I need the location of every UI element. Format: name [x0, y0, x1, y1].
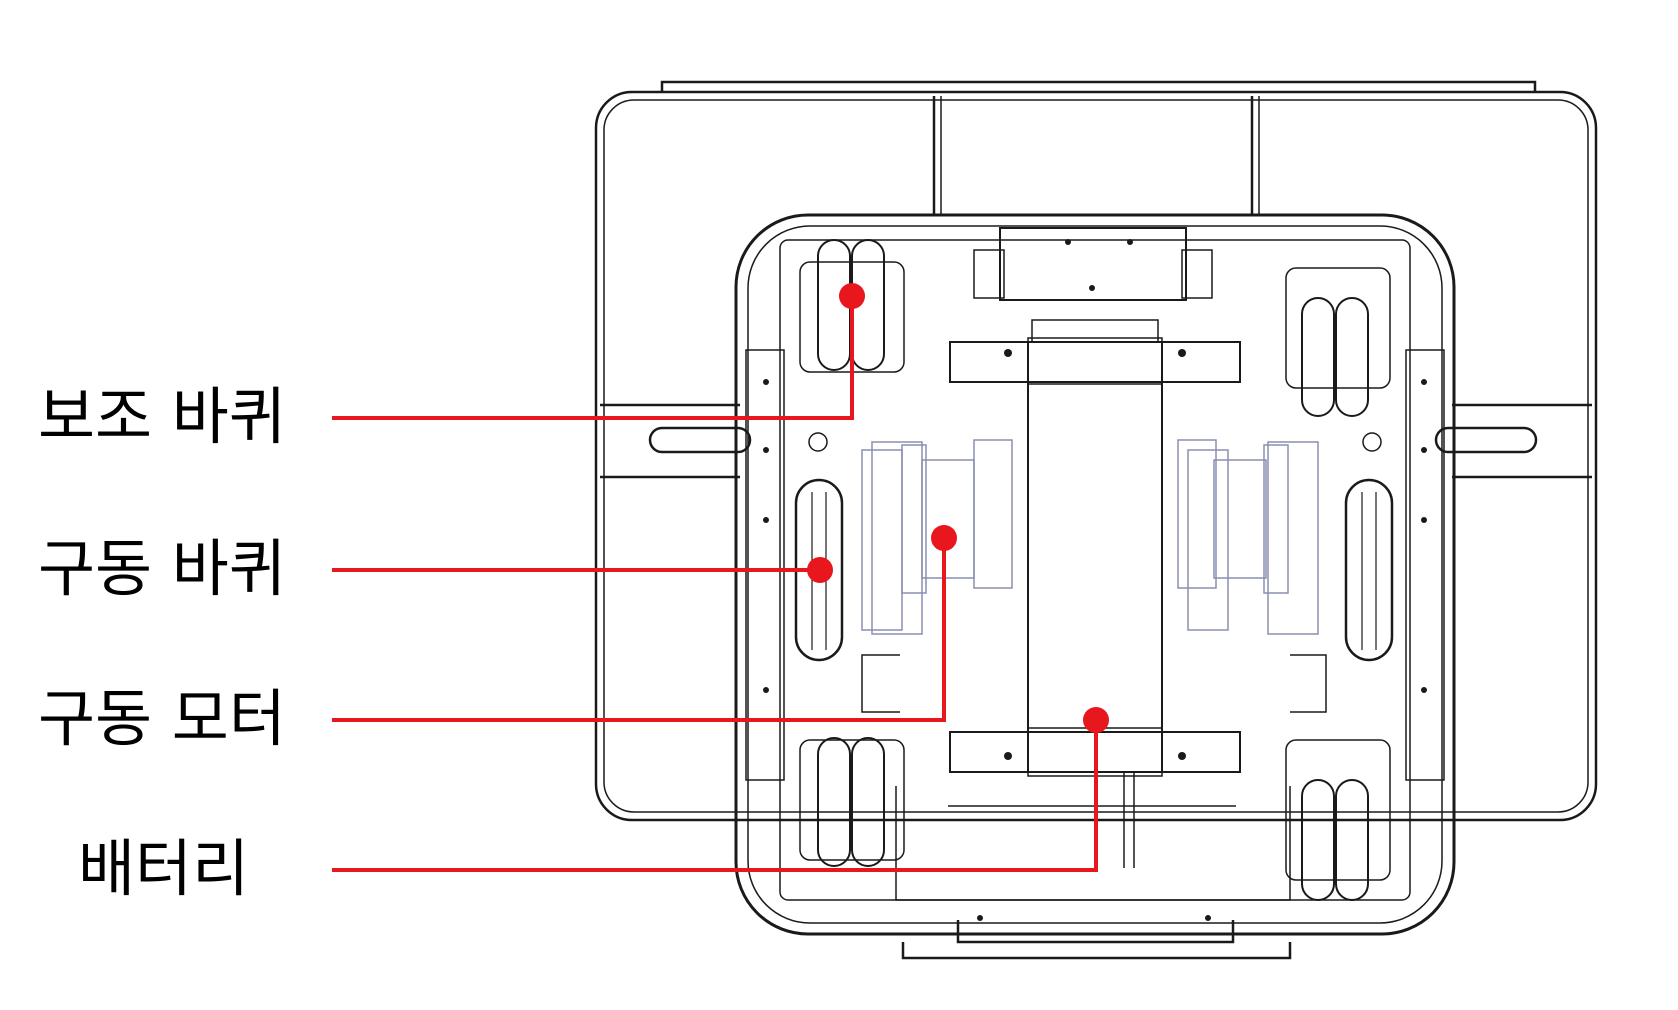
top-bracket: [999, 227, 1187, 301]
drive-motor-left: [861, 439, 1013, 635]
caster-top-right: [1285, 267, 1391, 417]
clamp-left: [861, 654, 900, 713]
side-plate-left: [745, 349, 785, 781]
caster-bottom-right: [1285, 739, 1391, 901]
clamp-right: [1290, 654, 1327, 713]
drive-motor-right: [1177, 439, 1319, 635]
label-drive-motor: 구동 모터: [38, 682, 286, 755]
bolts: [763, 239, 1427, 921]
battery-top-bracket: [949, 341, 1241, 383]
callout-dot-auxiliary-wheel: [839, 283, 865, 309]
label-battery: 배터리: [78, 832, 250, 905]
label-drive-wheel: 구동 바퀴: [38, 532, 286, 605]
side-plate-right: [1405, 349, 1445, 781]
chassis: [734, 213, 1456, 936]
label-auxiliary-wheel: 보조 바퀴: [38, 380, 286, 453]
drive-motors: [861, 439, 1319, 635]
drive-wheel-right: [1344, 432, 1394, 662]
bottom-plate: [895, 786, 1291, 901]
callout-dot-drive-wheel: [807, 557, 833, 583]
callout-line-auxiliary-wheel: [332, 296, 854, 420]
callout-dots: [807, 283, 1109, 733]
top-bumper: [660, 80, 1537, 92]
callout-line-battery: [332, 720, 1098, 872]
slot-left: [648, 426, 752, 454]
callout-dot-battery: [1083, 707, 1109, 733]
bottom-tab-upper: [956, 920, 1235, 944]
caster-bottom-left: [799, 737, 905, 867]
callout-lines: [332, 296, 1098, 872]
slot-right: [1434, 426, 1538, 454]
drive-wheel-left: [794, 432, 844, 662]
callout-line-drive-motor: [332, 538, 946, 722]
bottom-tab: [901, 942, 1292, 960]
callout-dot-drive-motor: [931, 525, 957, 551]
outer-cover-inner: [603, 99, 1589, 813]
